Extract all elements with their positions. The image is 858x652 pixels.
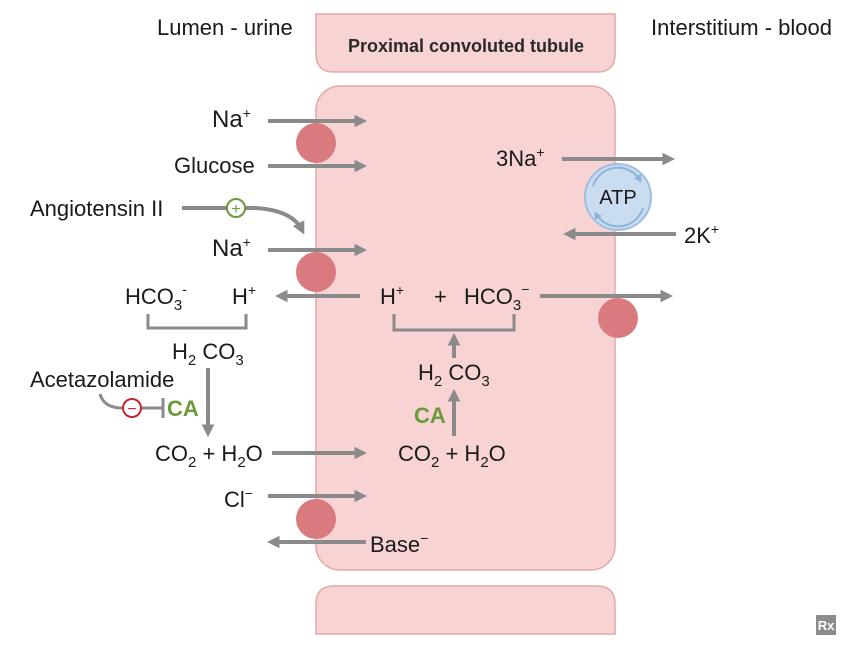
- h-lumen-label: H+: [232, 282, 256, 309]
- lumen-header: Lumen - urine: [157, 15, 293, 40]
- cl-label: Cl−: [224, 485, 253, 512]
- carbonic-anhydrase-cell: CA: [414, 403, 446, 428]
- rx-logo-text: Rx: [818, 618, 835, 633]
- na-label-2: Na+: [212, 234, 251, 262]
- inhibit-icon: [122, 398, 142, 418]
- base-label: Base−: [370, 530, 428, 557]
- angiotensin-arrow: [182, 206, 305, 235]
- co2-h2o-lumen-label: CO2 + H2O: [155, 441, 263, 471]
- glucose-label: Glucose: [174, 153, 255, 178]
- angiotensin-label: Angiotensin II: [30, 196, 163, 221]
- na3-label: 3Na+: [496, 144, 545, 171]
- tubule-cell-bottom: [315, 585, 616, 635]
- tubule-title: Proximal convoluted tubule: [348, 36, 584, 56]
- atp-label: ATP: [599, 187, 636, 209]
- hco3-cell-label: HCO3−: [464, 281, 529, 314]
- plus-cell-label: +: [434, 284, 447, 309]
- h2co3-lumen-label: H2 CO3: [172, 339, 244, 369]
- atp-cycle-arrow-bottom: [594, 207, 644, 228]
- cell-bracket: [392, 314, 516, 332]
- stimulate-symbol: +: [231, 201, 240, 218]
- hco3-lumen-label: HCO3-: [125, 281, 187, 314]
- na-h-exchanger: [296, 252, 336, 292]
- na-label-1: Na+: [212, 105, 251, 133]
- rx-logo: [816, 615, 836, 635]
- atp-cycle-arrow-top: [592, 166, 642, 187]
- interstitium-header: Interstitium - blood: [651, 15, 832, 40]
- hco3-basolateral-transporter: [598, 298, 638, 338]
- h2co3-cell-label: H2 CO3: [418, 360, 490, 390]
- stimulate-icon: [226, 198, 246, 218]
- carbonic-anhydrase-lumen: CA: [167, 396, 199, 421]
- acetazolamide-label: Acetazolamide: [30, 367, 174, 392]
- na-glucose-cotransporter: [296, 123, 336, 163]
- acetazolamide-line: [98, 393, 162, 410]
- tubule-cell-top: [315, 13, 616, 73]
- cl-base-exchanger: [296, 499, 336, 539]
- co2-h2o-cell-label: CO2 + H2O: [398, 441, 506, 471]
- inhibit-symbol: −: [127, 401, 136, 418]
- lumen-bracket: [146, 314, 248, 330]
- h-cell-label: H+: [380, 282, 404, 309]
- k-label: 2K+: [684, 221, 719, 248]
